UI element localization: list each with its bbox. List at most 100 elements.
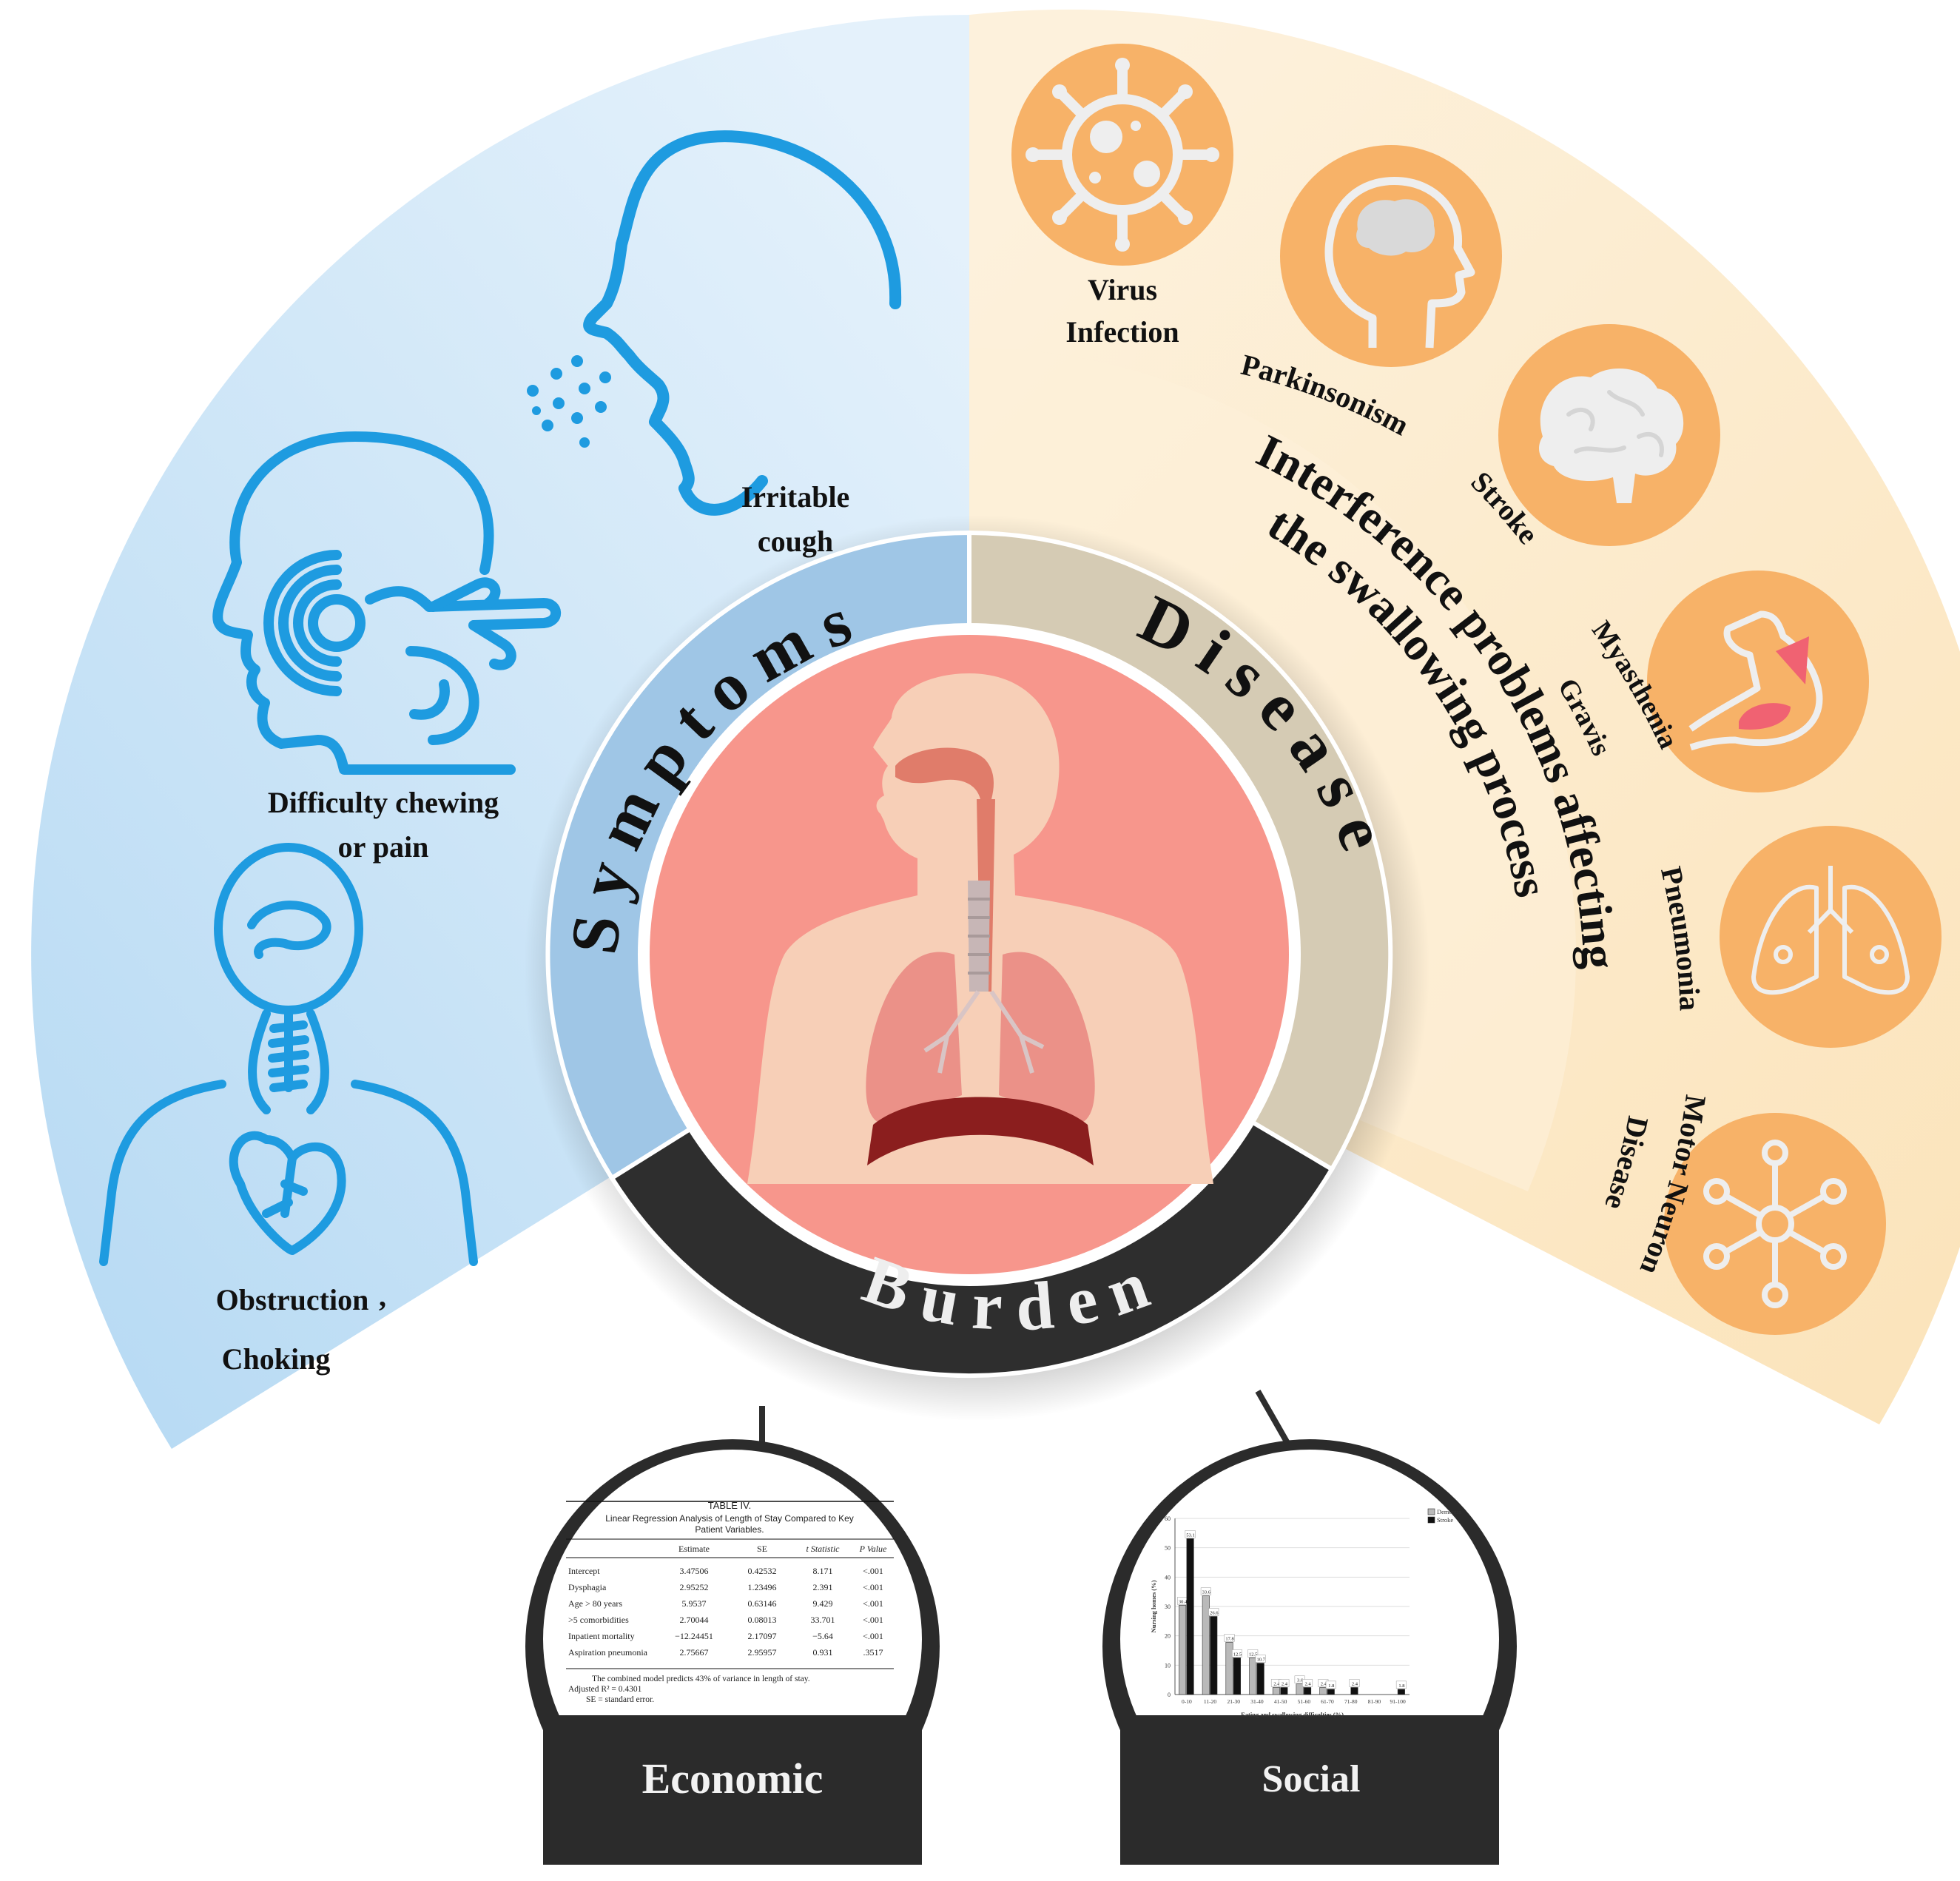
data-label-box [1325,1680,1336,1689]
bar-dementia [1272,1687,1280,1695]
table-cell: 0.63146 [748,1598,777,1609]
table-cell: <.001 [863,1582,883,1592]
data-label: 2.4 [1273,1681,1280,1686]
table-cell: <.001 [863,1598,883,1609]
respiratory-system-illustration [747,673,1213,1184]
y-tick-label: 20 [1165,1633,1171,1640]
virus-icon [1011,44,1233,266]
x-axis-title: Eating and swallowing difficulties (%) [1241,1711,1344,1718]
x-tick-label: 11-20 [1204,1698,1216,1705]
x-tick-label: 21-30 [1227,1698,1241,1705]
cough-label-line1: Irritable [741,480,850,514]
y-tick-label: 60 [1165,1515,1171,1522]
data-label: 3.6 [1297,1678,1304,1683]
data-label-box [1255,1655,1266,1663]
economic-bubble: Economic TABLE IV. Linear Regression Ana… [525,1439,940,1865]
virus-label-line1: Virus [1088,273,1157,306]
y-tick-label: 30 [1165,1604,1171,1610]
table-footnote: Adjusted R² = 0.4301 [568,1685,642,1694]
social-connector [1255,1390,1290,1444]
table-cell: 2.17097 [748,1631,777,1641]
legend-label: Stroke [1437,1516,1453,1524]
data-label-box [1224,1634,1235,1642]
virus-label-line2: Infection [1065,315,1179,349]
cough-label-line2: cough [758,525,833,558]
table-cell: 2.70044 [680,1615,709,1625]
table-cell: 1.23496 [748,1582,777,1592]
bar-stroke [1210,1616,1218,1695]
bar-stroke [1350,1687,1358,1695]
chewing-label-line1: Difficulty chewing [268,786,499,819]
parkinsonism-head-icon [1280,145,1502,367]
table-cell: Intercept [568,1566,600,1576]
social-bar-chart: 01020304050600-1030.453.111-2033.626.621… [1150,1508,1461,1718]
data-label-box [1200,1587,1211,1595]
y-tick-label: 40 [1165,1574,1171,1581]
bar-stroke [1327,1689,1335,1695]
data-label: 2.4 [1282,1681,1288,1686]
data-label-box [1232,1649,1242,1658]
table-header-cell: Estimate [678,1544,710,1554]
data-label-box [1395,1680,1407,1689]
table-header-cell: SE [757,1544,767,1554]
table-cell: 5.9537 [682,1598,707,1609]
bar-stroke [1280,1687,1288,1695]
table-cell: 2.95957 [748,1647,777,1658]
y-tick-label: 50 [1165,1545,1171,1552]
chewing-label-line2: or pain [338,830,429,864]
table-cell: Age > 80 years [568,1598,622,1609]
table-header-cell: t Statistic [806,1544,841,1554]
cough-head-icon [583,130,902,516]
legend-label: Dementia [1437,1508,1461,1515]
legend-swatch [1427,1508,1435,1515]
chewing-head-icon [212,431,562,775]
table-cell: 0.08013 [748,1615,777,1625]
table-footnote: The combined model predicts 43% of varia… [592,1675,810,1683]
table-footnote: SE = standard error. [586,1695,654,1704]
data-label: 33.6 [1202,1590,1211,1595]
data-label: 12.5 [1233,1652,1242,1657]
data-label: 2.4 [1352,1681,1358,1686]
bar-dementia [1202,1595,1210,1695]
bar-stroke [1186,1538,1194,1695]
data-label: 17.8 [1225,1636,1233,1641]
table-cell: −12.24451 [675,1631,713,1641]
x-tick-label: 91-100 [1390,1698,1406,1705]
data-label: 26.6 [1210,1610,1219,1615]
data-label-box [1247,1649,1259,1658]
data-label: 2.4 [1321,1681,1327,1686]
bar-dementia [1179,1605,1187,1695]
table-cell: 2.391 [813,1582,833,1592]
table-title-line2: Patient Variables. [695,1524,764,1535]
x-tick-label: 81-90 [1368,1698,1381,1705]
table-header-cell: P Value [859,1544,887,1554]
x-tick-label: 31-40 [1250,1698,1264,1705]
table-cell: >5 comorbidities [568,1615,629,1625]
bar-dementia [1249,1658,1257,1695]
data-label-box [1349,1679,1360,1687]
data-label: 1.8 [1328,1683,1334,1689]
bar-stroke [1256,1663,1264,1695]
obstruction-label: Obstruction [216,1283,369,1316]
data-label-box [1302,1679,1313,1687]
table-cell: Dysphagia [568,1582,607,1592]
table-cell: Inpatient mortality [568,1631,635,1641]
table-cell: 0.931 [813,1647,833,1658]
motor-neuron-icon [1664,1113,1886,1335]
y-tick-label: 0 [1168,1692,1171,1698]
bar-stroke [1397,1689,1405,1695]
table-caption: TABLE IV. [708,1500,752,1511]
data-label: 10.7 [1256,1658,1265,1663]
table-cell: 2.95252 [680,1582,709,1592]
data-label-box [1279,1679,1290,1687]
social-label: Social [1262,1758,1361,1800]
stroke-brain-icon [1498,324,1720,546]
table-cell: <.001 [863,1631,883,1641]
y-axis-title: Nursing homes (%) [1150,1580,1157,1632]
x-tick-label: 41-50 [1274,1698,1287,1705]
bar-dementia [1296,1683,1304,1695]
cough-droplets [527,355,611,448]
data-label: 12.5 [1249,1652,1257,1657]
